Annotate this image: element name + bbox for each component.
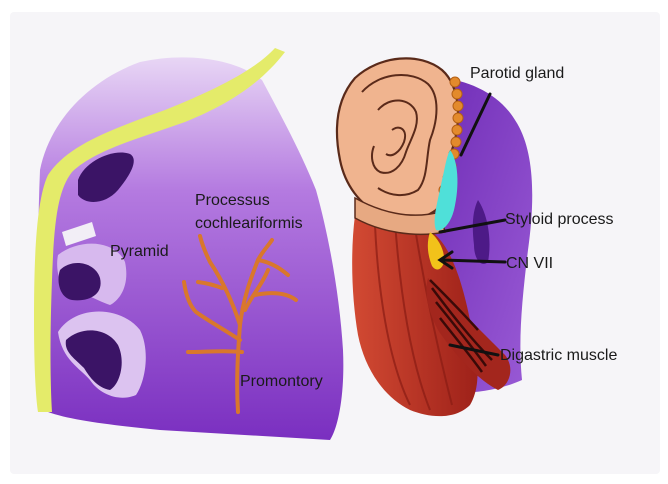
label-pyramid: Pyramid <box>110 243 169 260</box>
label-parotid-gland: Parotid gland <box>470 65 564 82</box>
cn7-leader <box>442 260 505 262</box>
label-styloid-process: Styloid process <box>505 211 614 228</box>
label-cn7: CN VII <box>506 255 553 272</box>
label-processus-line1: Processus <box>195 192 270 209</box>
label-digastric-muscle: Digastric muscle <box>500 347 617 364</box>
label-promontory: Promontory <box>240 373 323 390</box>
label-processus-line2: cochleariformis <box>195 215 303 232</box>
